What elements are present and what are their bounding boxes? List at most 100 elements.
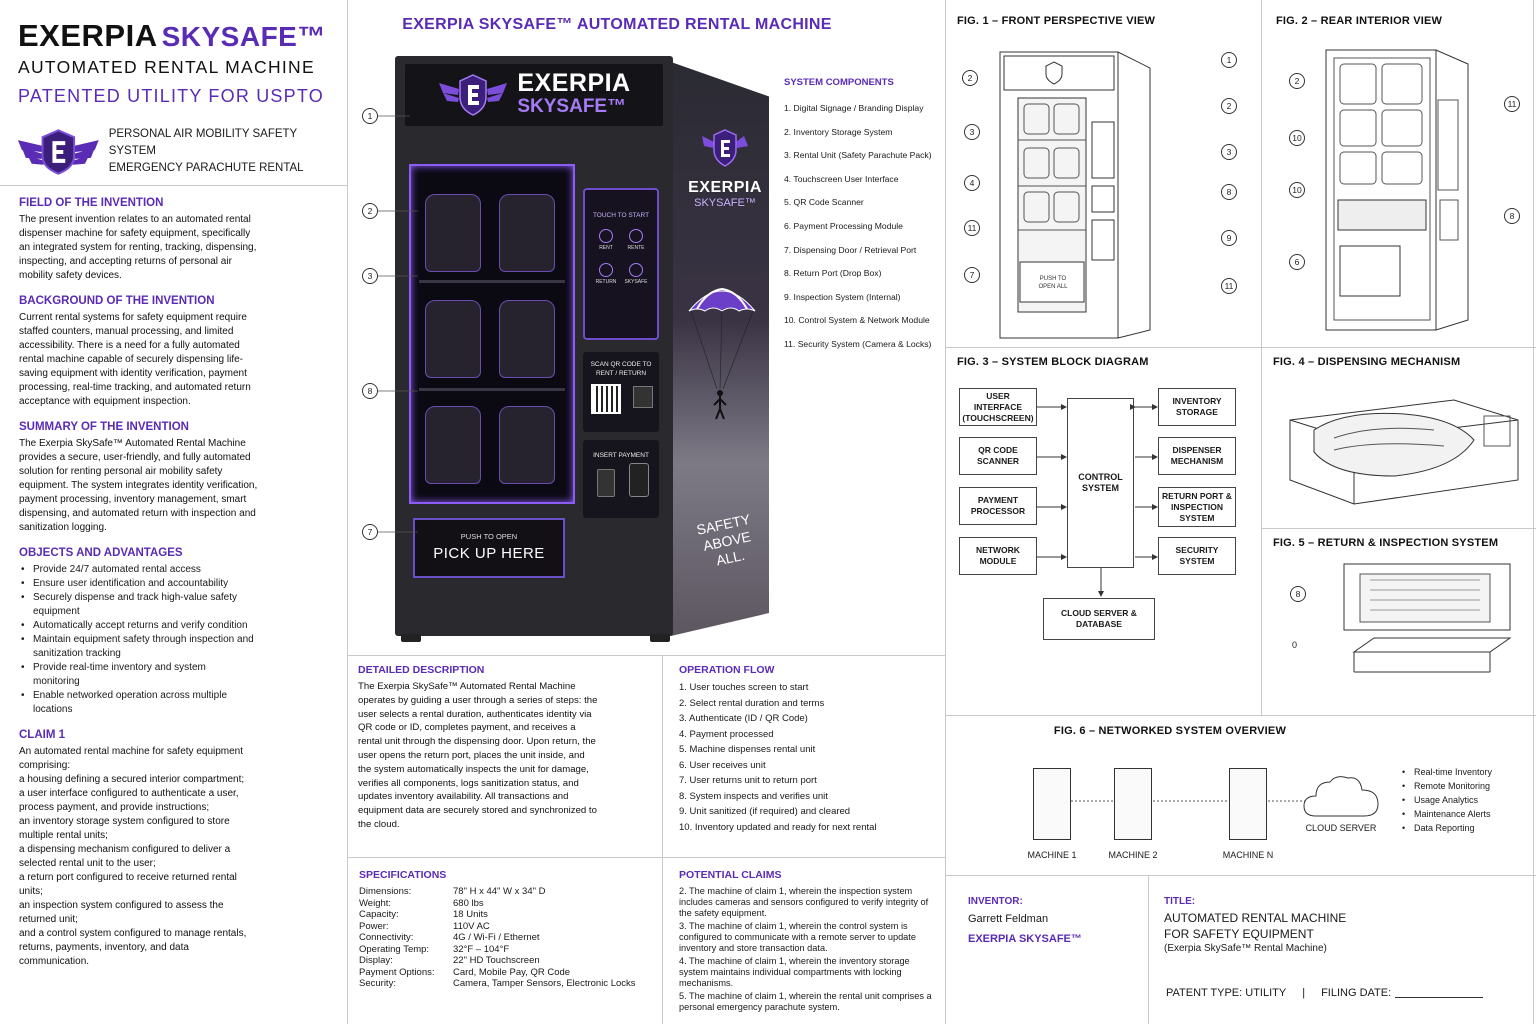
detailed-section: DETAILED DESCRIPTION The Exerpia SkySafe… <box>358 664 658 832</box>
list-item: Enable networked operation across multip… <box>19 689 255 717</box>
claim-item: 2. The machine of claim 1, wherein the i… <box>679 886 929 918</box>
machine-base-foot <box>650 634 670 642</box>
component-item: 11. Security System (Camera & Locks) <box>784 338 932 349</box>
fig1-drawing <box>999 51 1151 339</box>
block-control-system: CONTROL SYSTEM <box>1067 398 1134 568</box>
inventor-block: INVENTOR: Garrett Feldman EXERPIA SKYSAF… <box>968 896 1143 945</box>
block-dispenser: DISPENSER MECHANISM <box>1158 437 1236 475</box>
brand-main: EXERPIA <box>18 18 158 53</box>
claim-title: CLAIM 1 <box>19 729 65 741</box>
patent-line: PATENTED UTILITY FOR USPTO <box>18 86 324 106</box>
background-title: BACKGROUND OF THE INVENTION <box>19 295 215 307</box>
claim-line: and a control system configured to manag… <box>19 928 247 967</box>
patent-info-row: PATENT TYPE: UTILITY | FILING DATE: <box>1166 987 1526 999</box>
parachute-pack <box>425 300 481 378</box>
operation-section: OPERATION FLOW 1. User touches screen to… <box>679 664 939 835</box>
list-item: 1. User touches screen to start <box>679 682 809 693</box>
icon-label: RENTE <box>627 245 645 251</box>
claim-line: a user interface configured to authentic… <box>19 788 239 813</box>
list-item: Securely dispense and track high-value s… <box>19 591 255 619</box>
objects-title: OBJECTS AND ADVANTAGES <box>19 547 183 559</box>
callout: 7 <box>362 524 378 540</box>
filing-date-label: FILING DATE: <box>1321 987 1392 999</box>
component-item: 7. Dispensing Door / Retrieval Port <box>784 244 917 255</box>
inventor-label: INVENTOR: <box>968 896 1023 907</box>
fig2-drawing <box>1325 49 1469 331</box>
spec-row: Connectivity:4G / Wi-Fi / Ethernet <box>359 932 659 944</box>
list-item: Maintain equipment safety through inspec… <box>19 633 255 661</box>
parachute-pack <box>499 300 555 378</box>
callout: 3 <box>362 268 378 284</box>
machine-label: MACHINE 1 <box>1027 850 1077 860</box>
block-payment-processor: PAYMENT PROCESSOR <box>959 487 1037 525</box>
detailed-text: The Exerpia SkySafe™ Automated Rental Ma… <box>358 681 598 830</box>
return-icon[interactable] <box>599 263 613 277</box>
background-text: Current rental systems for safety equipm… <box>19 312 251 407</box>
field-section: FIELD OF THE INVENTION The present inven… <box>19 197 341 283</box>
door-text: PUSH TO <box>1039 276 1067 282</box>
parachute-pack <box>499 406 555 484</box>
tagline-2: EMERGENCY PARACHUTE RENTAL <box>108 161 304 174</box>
network-features: Real-time Inventory Remote Monitoring Us… <box>1400 765 1530 835</box>
callout: 11 <box>1221 278 1237 294</box>
list-item: 2. Select rental duration and terms <box>679 697 825 709</box>
payment-panel[interactable]: INSERT PAYMENT <box>583 440 659 518</box>
rent-icon[interactable] <box>599 229 613 243</box>
list-item: 6. User receives unit <box>679 759 766 771</box>
icon-label: RETURN <box>595 279 617 285</box>
callout: 1 <box>1221 52 1237 68</box>
component-item: 3. Rental Unit (Safety Parachute Pack) <box>784 150 932 161</box>
side-brand-accent: SKYSAFE™ <box>694 197 756 209</box>
list-item: 3. Authenticate (ID / QR Code) <box>679 713 808 724</box>
machine-base-foot <box>401 634 421 642</box>
specs-title: SPECIFICATIONS <box>359 869 447 881</box>
callout: 10 <box>1289 130 1305 146</box>
field-text: The present invention relates to an auto… <box>19 214 257 281</box>
filing-date-field[interactable] <box>1395 988 1484 998</box>
claim-line: a dispensing mechanism configured to del… <box>19 844 231 869</box>
side-brand-main: EXERPIA <box>688 179 762 196</box>
door-text: OPEN ALL <box>1038 284 1068 290</box>
spec-value: 680 lbs <box>453 897 484 909</box>
sign-brand-main: EXERPIA <box>517 69 631 97</box>
component-item: 9. Inspection System (Internal) <box>784 291 901 302</box>
brand-subtitle: AUTOMATED RENTAL MACHINE <box>18 57 315 77</box>
callout: 2 <box>1221 98 1237 114</box>
list-item: Provide 24/7 automated rental access <box>19 563 255 577</box>
sign-brand-accent: SKYSAFE™ <box>517 96 627 117</box>
sign-shield-icon <box>439 74 508 116</box>
fig5-callout-0: 0 <box>1292 640 1298 650</box>
spec-value: 18 Units <box>453 909 488 920</box>
skysafe-icon[interactable] <box>629 263 643 277</box>
callout: 8 <box>362 383 378 399</box>
inventor-name: Garrett Feldman <box>968 913 1049 925</box>
claim-item: 3. The machine of claim 1, wherein the c… <box>679 921 916 953</box>
spec-value: 4G / Wi-Fi / Ethernet <box>453 932 540 943</box>
fig2-title: FIG. 2 – REAR INTERIOR VIEW <box>1276 15 1443 27</box>
list-item: 4. Payment processed <box>679 728 774 740</box>
spec-row: Dimensions:78" H x 44" W x 34" D <box>359 886 659 898</box>
spec-row: Display:22" HD Touchscreen <box>359 955 659 967</box>
claims-title: POTENTIAL CLAIMS <box>679 869 782 881</box>
summary-title: SUMMARY OF THE INVENTION <box>19 421 189 433</box>
fig4-title: FIG. 4 – DISPENSING MECHANISM <box>1273 356 1461 368</box>
patent-type: PATENT TYPE: UTILITY <box>1166 987 1287 999</box>
spec-value: 32°F – 104°F <box>453 943 510 955</box>
block-cloud-server: CLOUD SERVER & DATABASE <box>1043 598 1155 640</box>
door-small-label: PUSH TO OPEN <box>460 532 518 541</box>
detailed-title: DETAILED DESCRIPTION <box>358 664 485 676</box>
list-item: Provide real-time inventory and system m… <box>19 661 255 689</box>
spec-key: Display: <box>359 955 393 966</box>
pickup-door[interactable]: PUSH TO OPEN PICK UP HERE <box>413 518 565 578</box>
rente-icon[interactable] <box>629 229 643 243</box>
block-security: SECURITY SYSTEM <box>1158 537 1236 575</box>
left-column: FIELD OF THE INVENTION The present inven… <box>19 197 341 969</box>
callout: 10 <box>1289 182 1305 198</box>
touchscreen[interactable]: TOUCH TO START RENT RENTE RETURN SKYSAFE <box>583 188 659 340</box>
brand-accent: SKYSAFE™ <box>161 21 326 52</box>
icon-label: RENT <box>599 245 613 251</box>
fig5-title: FIG. 5 – RETURN & INSPECTION SYSTEM <box>1273 537 1499 549</box>
machine-sign: EXERPIA SKYSAFE™ <box>405 64 663 126</box>
qr-panel[interactable]: SCAN QR CODE TO RENT / RETURN <box>583 352 659 432</box>
parachute-graphic <box>688 287 756 420</box>
